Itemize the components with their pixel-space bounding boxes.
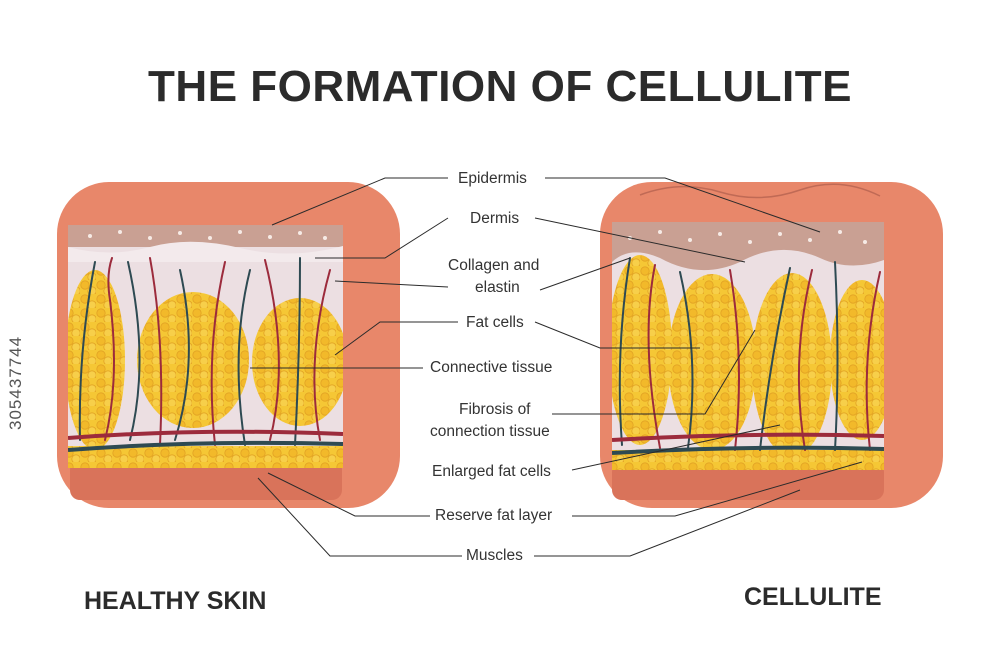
cellulite-epidermis (612, 222, 884, 271)
label-dermis: Dermis (470, 210, 520, 227)
healthy-fat-lobe (68, 270, 125, 450)
healthy-skin-shadow (70, 460, 342, 500)
label-fat-cells: Fat cells (466, 314, 524, 331)
enlarged-fat-lobe (752, 273, 832, 457)
stock-id: 305437744 (6, 335, 25, 430)
label-muscles: Muscles (466, 547, 523, 564)
healthy-skin-block (57, 182, 400, 508)
enlarged-fat-lobe (612, 255, 672, 445)
healthy-fat-lobe (137, 292, 249, 428)
enlarged-fat-lobe (668, 274, 756, 450)
label-fibrosis-line2: connection tissue (430, 423, 550, 440)
healthy-epidermis (68, 225, 343, 247)
caption-healthy-skin: HEALTHY SKIN (84, 587, 267, 615)
label-connective-tissue: Connective tissue (430, 359, 553, 376)
label-fibrosis-line1: Fibrosis of (459, 401, 531, 418)
cellulite-skin-shadow (612, 462, 884, 500)
label-epidermis: Epidermis (458, 170, 527, 187)
label-reserve-fat-layer: Reserve fat layer (435, 507, 553, 524)
cellulite-skin-block (600, 182, 943, 508)
caption-cellulite: CELLULITE (744, 583, 882, 611)
cellulite-reserve-fat (612, 450, 884, 470)
leader-lines (250, 177, 863, 557)
label-collagen-line1: Collagen and (448, 257, 540, 274)
label-collagen-line2: elastin (475, 279, 520, 296)
healthy-reserve-fat (68, 446, 343, 468)
label-enlarged-fat-cells: Enlarged fat cells (432, 463, 551, 480)
page-title: THE FORMATION OF CELLULITE (148, 62, 852, 111)
